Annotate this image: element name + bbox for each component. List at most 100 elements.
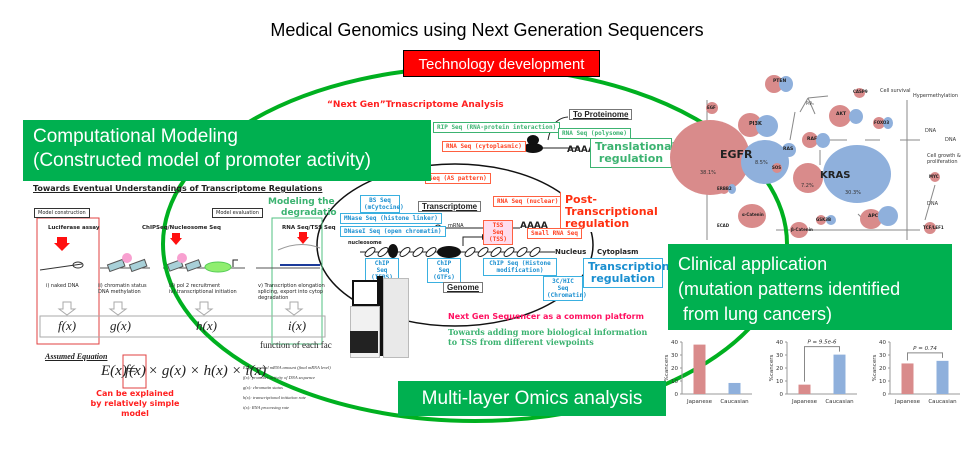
pathway-edges [706, 95, 936, 240]
y-axis-label: %cancers [769, 355, 775, 382]
post-transcriptional-regulation-box: Post-Transcriptional regulation [560, 192, 670, 232]
degradation-label: degradatio [281, 208, 337, 218]
equation-rest: × g(x) × h(x) × i(x) [148, 363, 267, 379]
down-arrow-icon [170, 238, 182, 245]
y-tick-label: 20 [879, 366, 886, 372]
mrna-label: mRNA [448, 223, 464, 229]
explained-line1: Can be explained [96, 389, 174, 398]
significance-bracket [907, 352, 943, 361]
y-axis-label: %cancers [872, 355, 878, 382]
x-tick-label: Caucasian [825, 399, 854, 405]
x-tick-label: Caucasian [928, 399, 957, 405]
y-axis-label: %cancers [664, 355, 670, 382]
x-tick-label: Caucasian [720, 399, 749, 405]
hic-seq-box: 3C/HIC Seq (Chromatin) [543, 276, 587, 301]
function-f: f(x) [58, 318, 77, 333]
bar-japanese [693, 344, 706, 394]
function-row-box [39, 315, 326, 338]
cytoplasm-label: Cytoplasm [597, 248, 639, 256]
genome-label: Genome [443, 282, 484, 293]
y-tick-label: 40 [879, 340, 886, 346]
nucleosomes [364, 247, 541, 257]
function-g: g(x) [110, 318, 131, 333]
methylation-icon [122, 253, 132, 263]
common-platform-text: Next Gen Sequencer as a common platform [448, 312, 644, 321]
bar-caucasian [728, 382, 741, 394]
p-value-annotation: P = 9.5e-6 [807, 340, 837, 346]
step-chromatin: ii) chromatin status DNA methylation [98, 283, 147, 295]
to-proteinome-box: To Proteinome [569, 109, 633, 120]
transcriptional-regulation-box: Transcriptional regulation [583, 258, 681, 288]
legend-f: f(x): promoter activity of DNA sequence [243, 375, 316, 380]
bar-japanese [901, 363, 914, 394]
tf-shape [388, 244, 398, 258]
rip-seq-box: RIP Seq (RNA-protein interaction) [433, 122, 561, 133]
naked-dna-line [39, 263, 83, 271]
y-tick-label: 30 [671, 353, 678, 359]
i-highlight-box [271, 217, 323, 345]
y-tick-label: 0 [675, 392, 679, 398]
rna-seq-cytoplasmic-box: RNA Seq (cytoplasmic) [442, 141, 526, 152]
rna-seq-as-pattern-box: Seq (AS pattern) [425, 173, 491, 184]
small-rna-seq-box: Small RNA Seq [527, 228, 582, 239]
rna-seq-nuclear-box: RNA Seq (nuclear) [493, 196, 563, 207]
technology-development-badge: Technology development [403, 50, 600, 77]
clinical-line2: (mutation patterns identified [678, 279, 901, 299]
tss-seq-box: TSS Seq (TSS) [483, 220, 513, 245]
y-tick-label: 10 [879, 379, 886, 385]
assumed-equation-label: Assumed Equation [45, 352, 108, 361]
y-tick-label: 0 [780, 392, 784, 398]
rnaseq-tss-label: RNA Seq/TSS Seq [282, 225, 336, 231]
y-tick-label: 40 [671, 340, 678, 346]
bar-caucasian [936, 360, 949, 394]
multi-layer-omics-label: Multi-layer Omics analysis [398, 381, 666, 416]
f-highlight-box [36, 217, 100, 345]
down-arrow-icon [297, 237, 309, 244]
model-panel-title: Towards Eventual Understandings of Trans… [33, 184, 323, 193]
y-tick-label: 10 [671, 379, 678, 385]
down-arrow-icon [54, 243, 70, 251]
towards-tss-text: Towards adding more biological informati… [448, 327, 648, 347]
modeling-the-label: Modeling the [268, 197, 335, 207]
mnase-seq-box: MNase Seq (histone linker) [340, 213, 442, 224]
function-h: h(x) [196, 318, 217, 333]
model-construction-label: Model construction [34, 208, 90, 218]
model-evaluation-label: Model evaluation [212, 208, 263, 218]
transcriptome-label: Transcriptome [418, 201, 482, 212]
step-elongation: v) Transcription elongation splicing, ex… [258, 283, 325, 301]
computational-modeling-label: Computational Modeling (Constructed mode… [23, 120, 431, 181]
step-naked-dna: i) naked DNA [46, 283, 79, 289]
equation-f: f(x) [125, 363, 146, 379]
equation-lhs: E(x)= [101, 363, 137, 379]
y-tick-label: 10 [776, 379, 783, 385]
legend-i: i(x): RNA processing rate [243, 405, 290, 410]
pol2-model-icon [204, 261, 232, 273]
y-tick-label: 0 [883, 392, 887, 398]
page-title: Medical Genomics using Next Generation S… [270, 20, 704, 40]
x-tick-label: Japanese [791, 399, 818, 405]
x-tick-label: Japanese [894, 399, 921, 405]
nucleosome-label: nucleosome [348, 240, 382, 246]
chip-seq-gtfs-box: ChIP Seq (GTFs) [427, 258, 461, 283]
y-tick-label: 20 [671, 366, 678, 372]
tss-arrow [462, 236, 482, 246]
ribosome-shape [523, 143, 543, 153]
nucleus-label: Nucleus [555, 248, 587, 256]
f-eq-highlight [122, 354, 147, 389]
p-value-annotation: P = 0.74 [913, 346, 937, 352]
explained-note: Can be explained by relatively simple mo… [80, 389, 190, 419]
polya-tail-top: AAAA [567, 145, 595, 155]
legend-e: E(x): eventual mRNA amount (final mRNA l… [243, 365, 331, 370]
clinical-line1: Clinical application [678, 254, 828, 274]
x-tick-label: Japanese [686, 399, 713, 405]
bar-japanese [798, 384, 811, 394]
y-tick-label: 30 [879, 353, 886, 359]
bar-caucasian [833, 354, 846, 394]
hollow-arrows [57, 301, 304, 316]
y-tick-label: 30 [776, 353, 783, 359]
legend-h: h(x): transcriptional initiation rate [243, 395, 306, 400]
function-each-factor: function of each fac [260, 340, 332, 350]
